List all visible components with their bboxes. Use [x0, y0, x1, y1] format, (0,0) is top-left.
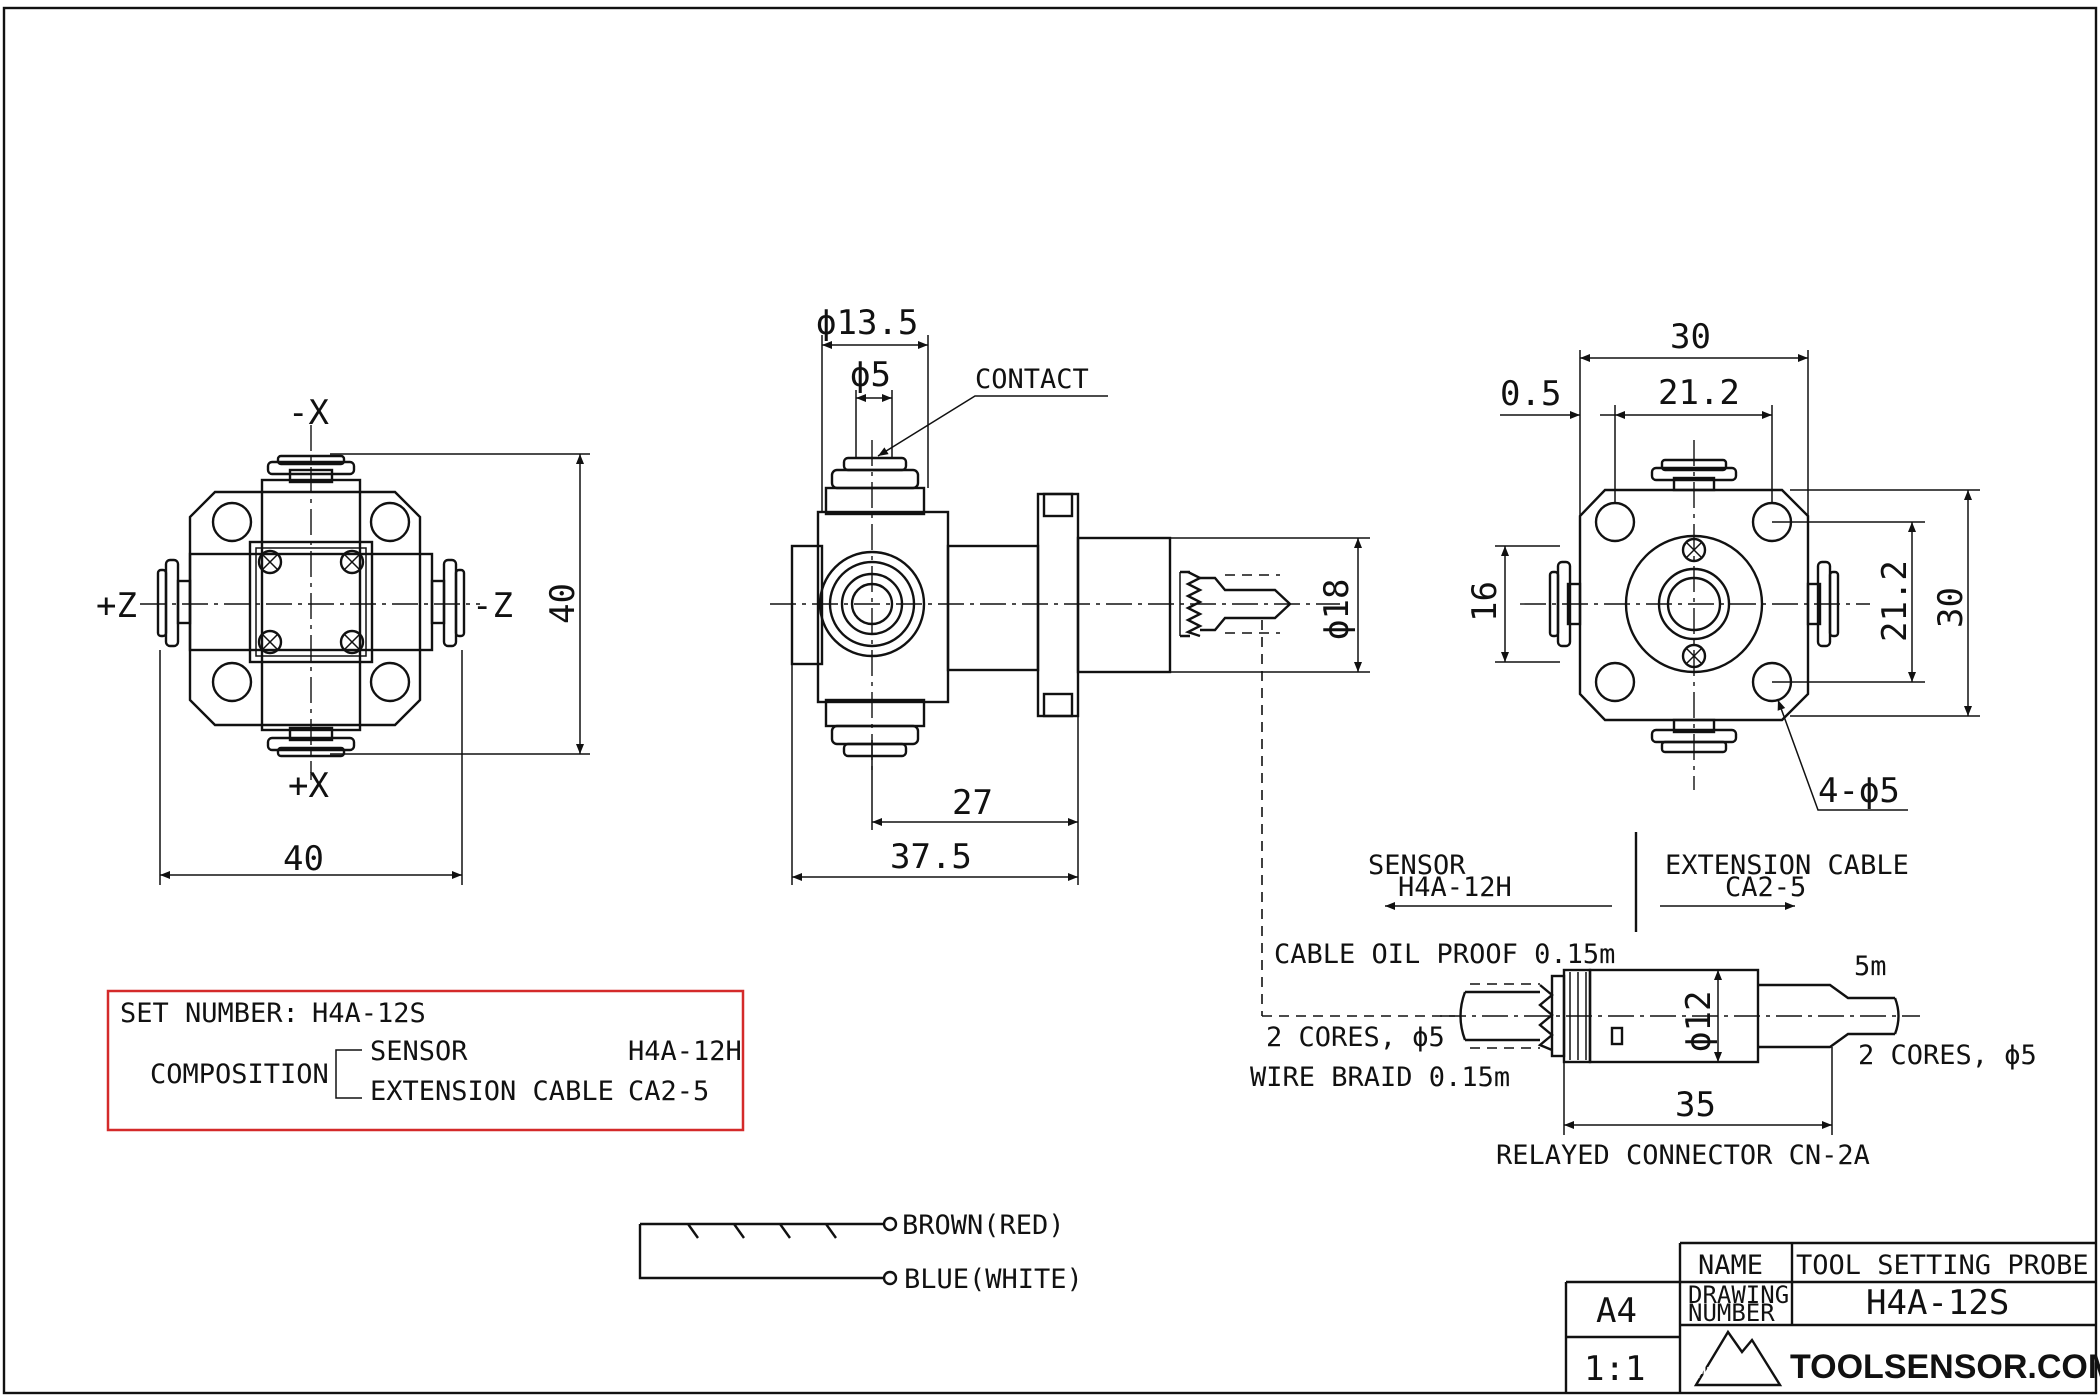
cable-dia-12: ϕ12 — [1679, 991, 1719, 1052]
dim-side-30-right: 30 — [1931, 587, 1971, 628]
dim-len-27: 27 — [952, 783, 993, 823]
brand-website: TOOLSENSOR.COM — [1790, 1348, 2100, 1386]
dim-side-30-top: 30 — [1670, 317, 1711, 357]
dim-front-width: 40 — [283, 839, 324, 879]
dim-holes: 4-ϕ5 — [1818, 771, 1900, 811]
title-drawing-number-label-2: NUMBER — [1688, 1299, 1775, 1327]
label-minus-z: -Z — [472, 586, 513, 626]
cable-ext-model: CA2-5 — [1725, 872, 1806, 903]
title-drawing-number-label-1: DRAWING — [1688, 1281, 1789, 1309]
composition-item2-model: CA2-5 — [628, 1076, 709, 1107]
cable-wire-braid: WIRE BRAID 0.15m — [1250, 1062, 1510, 1093]
composition-item2-name: EXTENSION CABLE — [370, 1076, 614, 1107]
dim-side-21-2-top: 21.2 — [1658, 373, 1740, 413]
title-paper-size: A4 — [1596, 1291, 1637, 1331]
dim-front-height: 40 — [543, 583, 583, 624]
composition-bracket — [335, 1049, 362, 1099]
dim-len-37-5: 37.5 — [890, 837, 972, 877]
cable-ext-label: EXTENSION CABLE — [1665, 850, 1909, 881]
dim-dia-13-5: ϕ13.5 — [816, 303, 918, 343]
label-plus-x: +X — [288, 766, 329, 806]
cable-connector-name: RELAYED CONNECTOR CN-2A — [1496, 1140, 1870, 1171]
title-name-value: TOOL SETTING PROBE — [1796, 1250, 2089, 1281]
dim-side-21-2-right: 21.2 — [1875, 560, 1915, 642]
label-contact: CONTACT — [975, 364, 1089, 395]
cable-length-5m: 5m — [1854, 951, 1887, 982]
label-plus-z: +Z — [96, 586, 137, 626]
title-drawing-number: H4A-12S — [1866, 1283, 2009, 1323]
front-view — [140, 425, 590, 885]
title-scale: 1:1 — [1584, 1349, 1645, 1389]
cable-cores-left: 2 CORES, ϕ5 — [1266, 1022, 1445, 1053]
dim-dia-5: ϕ5 — [850, 355, 891, 395]
title-block — [1564, 1241, 2096, 1393]
cable-oil-proof: CABLE OIL PROOF 0.15m — [1274, 939, 1615, 970]
set-number-label: SET NUMBER: — [120, 998, 299, 1029]
composition-item1-name: SENSOR — [370, 1036, 468, 1067]
cable-sensor-label: SENSOR — [1368, 850, 1466, 881]
rear-view — [1495, 350, 1980, 811]
title-name-label: NAME — [1698, 1250, 1763, 1281]
wire-blue: BLUE(WHITE) — [904, 1264, 1083, 1295]
brand-logo: METROL — [1697, 1364, 1751, 1382]
wiring-diagram — [638, 1216, 898, 1286]
label-minus-x: -X — [288, 393, 329, 433]
cable-sensor-model: H4A-12H — [1398, 872, 1512, 903]
dim-side-0-5: 0.5 — [1500, 374, 1561, 414]
set-number-value: H4A-12S — [312, 998, 426, 1029]
dim-dia-18: ϕ18 — [1317, 579, 1357, 640]
set-number-box — [106, 989, 745, 1132]
composition-label: COMPOSITION — [150, 1059, 329, 1090]
cable-connector-length: 35 — [1675, 1085, 1716, 1125]
dim-side-16: 16 — [1465, 581, 1505, 622]
cable-cores-right: 2 CORES, ϕ5 — [1858, 1040, 2037, 1071]
wire-brown: BROWN(RED) — [902, 1210, 1065, 1241]
cable-detail — [1261, 620, 1920, 1135]
side-view — [770, 335, 1370, 885]
composition-item1-model: H4A-12H — [628, 1036, 742, 1067]
sheet-border — [2, 6, 2098, 1395]
